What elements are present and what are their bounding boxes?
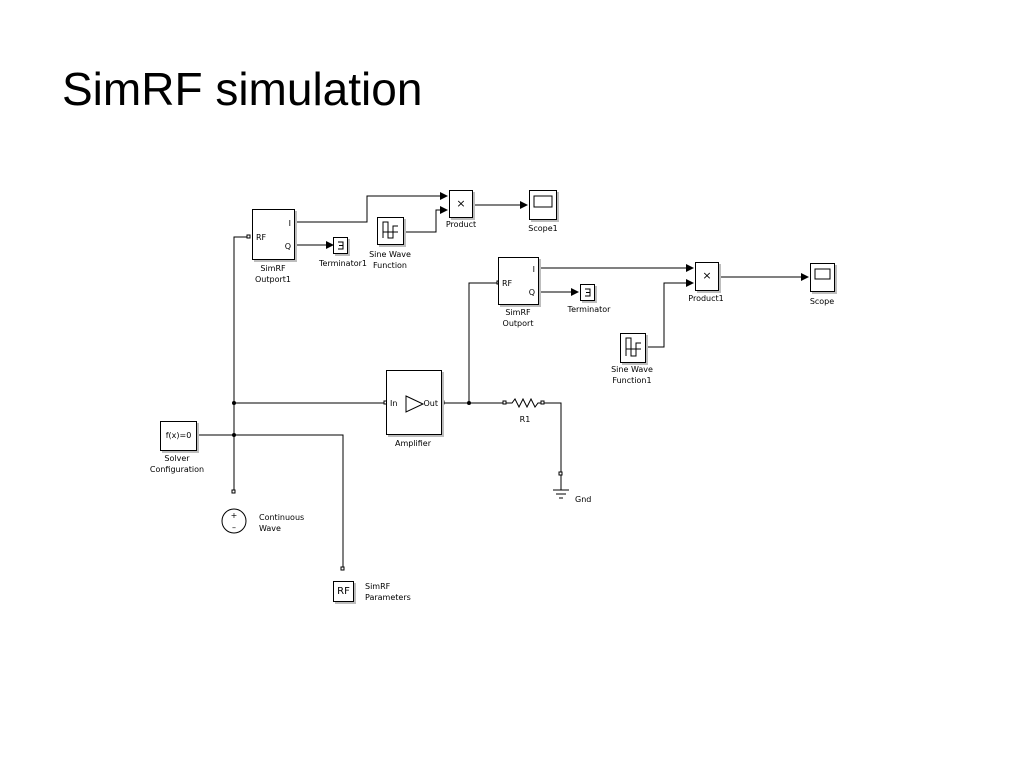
amplifier-triangle-icon	[405, 395, 425, 413]
terminator-icon	[338, 241, 344, 250]
sine-wave-function-block[interactable]	[377, 217, 404, 245]
amplifier-block[interactable]: In Out	[386, 370, 442, 435]
multiply-icon: ×	[456, 197, 466, 210]
multiply-icon: ×	[702, 269, 712, 282]
scope-screen-icon	[814, 268, 831, 280]
gnd-label: Gnd	[575, 495, 592, 504]
slide-title: SimRF simulation	[62, 63, 423, 115]
port-i-label: I	[532, 265, 535, 274]
terminator1-block[interactable]	[333, 237, 348, 254]
port-q-label: Q	[284, 242, 291, 251]
minus-sign: –	[232, 523, 236, 532]
solver-configuration-label: Solver Configuration	[149, 454, 205, 474]
product-block[interactable]: ×	[449, 190, 473, 218]
wire-sine1-to-product1	[646, 279, 694, 348]
simrf-outport-block[interactable]: RF I Q	[498, 257, 539, 305]
terminator-label: Terminator	[567, 305, 611, 314]
continuous-wave-source[interactable]: + –	[220, 507, 250, 537]
sine-wave-function-label: Sine Wave Function	[369, 250, 411, 270]
sine-wave-icon	[625, 337, 641, 357]
wire-amp-out-to-outport	[468, 282, 499, 403]
wire-r1-to-gnd	[542, 402, 562, 474]
terminator-icon	[585, 288, 591, 297]
resistor-r1-symbol[interactable]	[506, 397, 542, 409]
port-q-label: Q	[528, 288, 535, 297]
scope-label: Scope	[809, 297, 835, 306]
simrf-outport1-block[interactable]: RF I Q	[252, 209, 295, 260]
sine-wave-icon	[382, 221, 398, 239]
product1-label: Product1	[688, 294, 724, 303]
solver-fx-text: f(x)=0	[165, 431, 192, 440]
wire-outport1-i-to-product	[294, 192, 448, 223]
scope-block[interactable]	[810, 263, 835, 292]
ground-symbol[interactable]	[553, 489, 569, 499]
amplifier-label: Amplifier	[394, 439, 432, 448]
terminator1-label: Terminator1	[319, 259, 367, 268]
scope1-label: Scope1	[528, 224, 558, 233]
continuous-wave-label: Continuous Wave	[259, 513, 305, 533]
r1-label: R1	[519, 415, 531, 424]
port-in-label: In	[390, 399, 398, 408]
simrf-outport1-label: SimRF Outport1	[255, 264, 291, 284]
scope1-block[interactable]	[529, 190, 557, 220]
port-rf-label: RF	[256, 233, 267, 242]
simrf-outport-label: SimRF Outport	[502, 308, 534, 328]
sine-wave-function1-block[interactable]	[620, 333, 646, 363]
port-rf-label: RF	[502, 279, 513, 288]
simrf-parameters-block[interactable]: RF	[333, 581, 354, 602]
rf-text: RF	[337, 586, 350, 597]
terminator-block[interactable]	[580, 284, 595, 301]
plus-sign: +	[231, 511, 238, 520]
simrf-parameters-label: SimRF Parameters	[365, 582, 411, 602]
scope-screen-icon	[533, 195, 553, 208]
solver-configuration-block[interactable]: f(x)=0	[160, 421, 197, 451]
wire-solver-to-params	[197, 434, 344, 569]
port-i-label: I	[288, 219, 291, 228]
product1-block[interactable]: ×	[695, 262, 719, 291]
port-out-label: Out	[423, 399, 438, 408]
product-label: Product	[445, 220, 477, 229]
wire-sine-to-product	[404, 206, 448, 233]
wire-rf-bus-left	[233, 236, 249, 492]
sine-wave-function1-label: Sine Wave Function1	[611, 365, 653, 385]
